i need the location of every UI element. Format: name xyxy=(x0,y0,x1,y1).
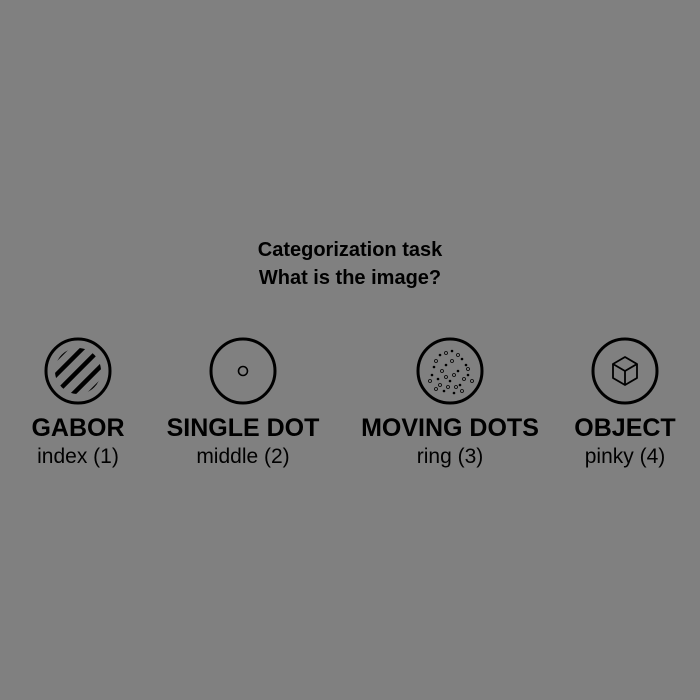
option-object[interactable]: OBJECT pinky (4) xyxy=(535,337,700,471)
task-title: Categorization task xyxy=(257,239,443,261)
single-dot-icon xyxy=(209,337,277,405)
option-key-hint: pinky (4) xyxy=(584,445,666,468)
option-moving-dots[interactable]: MOVING DOTS ring (3) xyxy=(360,337,540,471)
task-instructions: Categorization task What is the image? xyxy=(0,236,700,292)
moving-dots-icon xyxy=(416,337,484,405)
option-label: MOVING DOTS xyxy=(361,414,539,442)
option-key-hint: middle (2) xyxy=(196,445,290,468)
option-label: SINGLE DOT xyxy=(166,414,320,442)
option-key-hint: ring (3) xyxy=(416,445,484,468)
option-key-hint: index (1) xyxy=(37,445,119,468)
option-gabor[interactable]: GABOR index (1) xyxy=(0,337,168,471)
option-single-dot[interactable]: SINGLE DOT middle (2) xyxy=(153,337,333,471)
option-label: GABOR xyxy=(31,414,125,442)
option-label: OBJECT xyxy=(574,414,676,442)
cube-icon xyxy=(591,337,659,405)
task-question: What is the image? xyxy=(258,267,442,289)
gabor-icon xyxy=(44,337,112,405)
